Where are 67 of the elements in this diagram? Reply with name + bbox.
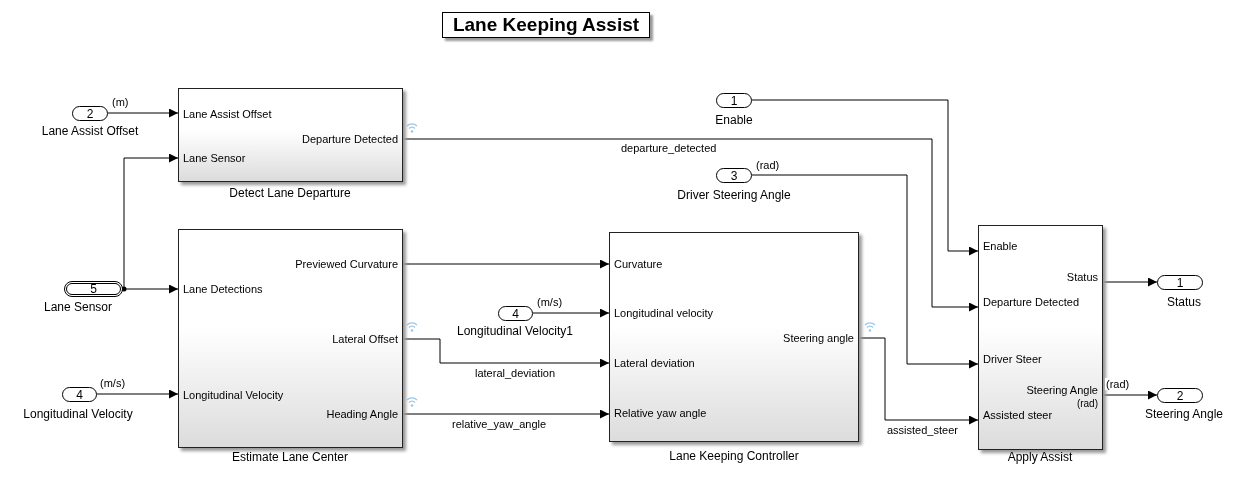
signal-line [858,337,979,425]
block-name: Lane Keeping Controller [669,450,799,463]
port-label: Lateral Offset [332,333,398,345]
signal-line [402,409,610,419]
inport-block: 5 [64,281,123,297]
port-label: Lane Assist Offset [183,108,272,120]
block-name: Detect Lane Departure [229,187,351,200]
port-label: Longitudinal Velocity [183,389,284,401]
port-label: Lane Sensor [183,152,246,164]
port-label: Driver Steer [983,353,1042,365]
signal-line [402,138,979,312]
block-name: Longitudinal Velocity1 [456,325,574,338]
inport-block: 4 [62,387,97,402]
signal-line [121,153,179,292]
signal-line [751,99,979,256]
port-label: Steering Angle [1026,384,1098,396]
port-label: Heading Angle [326,408,398,420]
signal-line [402,338,610,368]
signal-label: (m) [111,96,130,108]
block-name: Steering Angle [1144,408,1224,421]
block-name: Apply Assist [1007,451,1073,464]
port-label: Enable [983,240,1018,252]
signal-line [402,259,610,269]
port-label: Relative yaw angle [614,407,707,419]
subsystem-block [978,225,1103,450]
signal-label: departure_detected [620,142,718,154]
block-name: Longitudinal Velocity [23,408,133,421]
signal-label: lateral_deviation [474,367,557,379]
block-name: Status [1167,296,1201,309]
signal-line [96,389,179,399]
subsystem-block [609,232,859,442]
signal-line [532,308,610,318]
port-label: Steering angle [783,332,854,344]
port-label: Lateral deviation [614,357,695,369]
signal-label: assisted_steer [886,424,959,436]
port-label: Lane Detections [183,283,263,295]
signal-label: relative_yaw_angle [451,418,548,430]
diagram-title: Lane Keeping Assist [442,12,650,38]
inport-block: 1 [716,93,752,108]
port-label: (rad) [1076,398,1098,410]
inport-block: 3 [716,168,752,183]
block-name: Driver Steering Angle [677,189,791,202]
signal-line [1102,390,1158,400]
signal-label: (rad) [1105,378,1131,390]
outport-block: 1 [1157,275,1203,290]
port-label: Assisted steer [983,409,1053,421]
block-name: Enable [715,114,753,127]
signal-line [751,174,979,369]
signal-label: (m/s) [536,296,564,308]
signal-line [1102,277,1158,287]
port-label: Status [1066,271,1098,283]
port-label: Departure Detected [983,296,1079,308]
subsystem-block [178,88,403,182]
subsystem-block [178,229,403,448]
port-label: Curvature [614,258,663,270]
inport-block: 2 [72,106,108,121]
port-label: Previewed Curvature [295,258,398,270]
signal-line [107,108,179,118]
block-name: Estimate Lane Center [231,451,349,464]
inport-block: 4 [498,306,533,321]
outport-block: 2 [1157,388,1203,403]
signal-label: (rad) [755,159,781,171]
signal-label: (m/s) [99,377,127,389]
port-label: Departure Detected [302,133,398,145]
port-label: Longitudinal velocity [614,307,714,319]
block-name: Lane Sensor [43,301,113,314]
block-name: Lane Assist Offset [41,125,139,138]
